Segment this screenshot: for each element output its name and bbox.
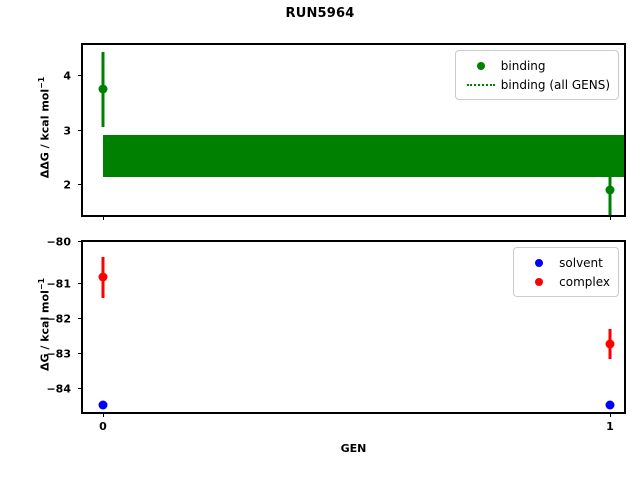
top-ylabel-text: ΔΔG / kcal mol: [38, 88, 52, 179]
solvent-marker-gen0: [98, 400, 108, 410]
top-legend-label-binding: binding: [500, 58, 546, 73]
top-legend-label-binding-all-gens: binding (all GENS): [500, 77, 610, 92]
bottom-legend-label-solvent: solvent: [559, 255, 603, 270]
top-ylabel-exponent: −1: [36, 76, 46, 89]
top-yticklabel-2: 2: [63, 178, 71, 192]
complex-legend-dot-icon: [522, 277, 556, 286]
bottom-yticklabel-82: −82: [46, 312, 71, 326]
bottom-yticklabel-81: −81: [46, 277, 71, 291]
bottom-ytick-82: −82: [46, 313, 83, 326]
top-legend[interactable]: binding binding (all GENS): [454, 50, 619, 100]
bottom-ytick-84: −84: [46, 383, 83, 396]
bottom-xtick-1: [610, 412, 611, 417]
bottom-legend[interactable]: solvent complex: [513, 247, 619, 297]
top-yticklabel-3: 3: [63, 124, 71, 138]
bottom-xticklabel-1: 1: [606, 420, 614, 433]
complex-marker-gen1: [605, 339, 615, 349]
bottom-xlabel: GEN: [340, 442, 367, 455]
bottom-xticklabel-0: 0: [99, 420, 107, 433]
figure-title: RUN5964: [285, 6, 355, 21]
bottom-plot-area: [83, 242, 624, 412]
top-xtick-0: [103, 215, 104, 220]
solvent-legend-dot-icon: [522, 258, 556, 267]
bottom-ylabel: ΔG / kcal mol−1: [36, 245, 52, 405]
bottom-legend-label-complex: complex: [559, 274, 610, 289]
binding-all-gens-band: [103, 134, 624, 177]
top-ytick-3: 3: [63, 125, 83, 138]
bottom-ylabel-text: ΔG / kcal mol: [38, 290, 52, 372]
top-legend-row-binding-all-gens[interactable]: binding (all GENS): [464, 75, 610, 94]
solvent-marker-gen1: [605, 400, 615, 410]
bottom-xtick-0: [103, 412, 104, 417]
bottom-legend-row-solvent[interactable]: solvent: [522, 253, 610, 272]
top-yticklabel-4: 4: [63, 69, 71, 83]
top-ytick-4: 4: [63, 70, 83, 83]
bottom-yticklabel-80: −80: [46, 235, 71, 249]
complex-marker-gen0: [98, 272, 108, 282]
top-legend-row-binding[interactable]: binding: [464, 56, 610, 75]
bottom-ytick-83: −83: [46, 348, 83, 361]
top-xtick-1: [610, 215, 611, 220]
bottom-ytick-80: −80: [46, 236, 83, 249]
binding-marker-gen1: [605, 185, 615, 195]
bottom-ytick-81: −81: [46, 278, 83, 291]
bottom-legend-row-complex[interactable]: complex: [522, 272, 610, 291]
bottom-yticklabel-83: −83: [46, 347, 71, 361]
top-ylabel: ΔΔG / kcal mol−1: [36, 48, 52, 208]
bottom-plot-axes: −80 −81 −82 −83 −84 0 1 ΔG / kcal mol−1 …: [37, 236, 626, 455]
top-plot-axes: 4 3 2 ΔΔG / kcal mol−1 binding: [37, 43, 626, 220]
binding-marker-gen0: [98, 84, 108, 94]
bottom-yticklabel-84: −84: [46, 382, 71, 396]
top-ytick-2: 2: [63, 179, 83, 192]
binding-legend-dot-icon: [464, 61, 498, 70]
binding-all-gens-legend-line-icon: [464, 83, 498, 86]
bottom-ylabel-exponent: −1: [36, 278, 46, 291]
top-plot-area: [83, 45, 624, 215]
